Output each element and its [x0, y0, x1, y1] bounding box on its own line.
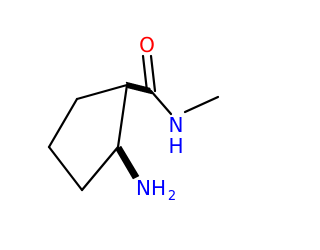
amide-nitrogen-label: N	[169, 113, 184, 137]
ring-bond-top	[75, 83, 129, 101]
ring-bond-right	[116, 83, 129, 149]
n-methyl-bond	[183, 95, 220, 114]
oxygen-atom-label: O	[139, 33, 155, 57]
amine-subscript-label: 2	[168, 189, 176, 204]
ring-bond-left	[47, 97, 79, 149]
carbonyl-double-bond-b	[149, 54, 157, 93]
carbonyl-double-bond-a	[141, 54, 149, 93]
ring-bond-bottom-right	[80, 145, 120, 192]
carbonyl-wedge-bond	[125, 81, 153, 95]
molecule-structure: O N H NH 2	[47, 33, 220, 204]
amine-nitrogen-label: NH	[136, 176, 166, 200]
ring-bond-bottom-left	[47, 145, 84, 192]
amide-c-n-bond	[149, 89, 173, 116]
amine-wedge-bond	[115, 145, 140, 180]
amide-hydrogen-label: H	[168, 134, 183, 158]
